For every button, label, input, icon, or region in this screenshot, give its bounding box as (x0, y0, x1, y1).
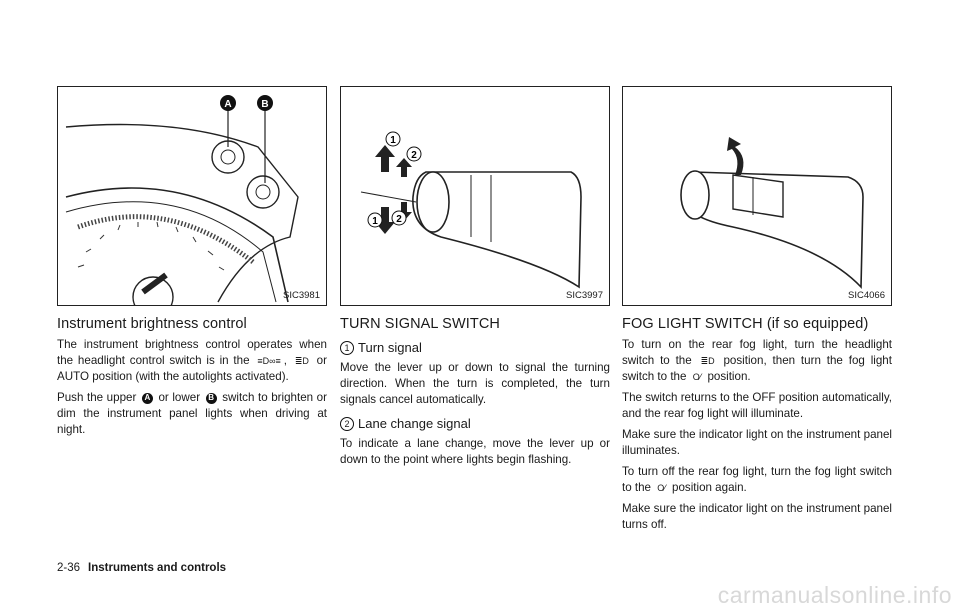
paragraph: Make sure the indicator light on the ins… (622, 428, 892, 458)
number-2-icon: 2 (340, 416, 354, 431)
section-title: Instruments and controls (88, 562, 227, 574)
section-heading: Instrument brightness control (57, 316, 247, 332)
text: switch to brighten or dim the instrument… (57, 391, 327, 437)
figure-code: SIC4066 (848, 290, 885, 301)
number-1-icon: 1 (340, 340, 354, 355)
paragraph: Make sure the indicator light on the ins… (622, 502, 892, 532)
text: The instrument brightness control operat… (57, 338, 327, 368)
page-footer: 2-36 Instruments and controls (57, 562, 226, 574)
watermark: carmanualsonline.info (717, 582, 952, 608)
callout-a: A (224, 99, 231, 110)
figure-code: SIC3981 (283, 290, 320, 301)
text: or lower (158, 391, 201, 405)
callout-1-upper: 1 (390, 135, 396, 146)
subheading-text: Turn signal (358, 340, 422, 355)
figure-turn-signal-lever: 1 2 1 2 SIC3997 (340, 86, 610, 306)
text: To turn off the rear fog light, turn the… (622, 465, 892, 495)
paragraph: To turn on the rear fog light, turn the … (622, 337, 892, 385)
figure-code: SIC3997 (566, 290, 603, 301)
text: position, then turn the fog light switch… (622, 354, 892, 384)
callout-2-upper: 2 (411, 150, 417, 161)
text: position. (707, 370, 751, 384)
callout-b-icon: B (205, 392, 217, 404)
subheading-text: Lane change signal (358, 416, 471, 431)
callout-2-lower: 2 (396, 214, 402, 225)
text: or AUTO position (with the autolights ac… (57, 354, 327, 384)
subheading-lane-change: 2 Lane change signal (340, 416, 610, 431)
paragraph: Move the lever up or down to signal the … (340, 361, 610, 406)
fog-light-icon: O⁄ (657, 483, 666, 494)
callout-a-icon: A (141, 392, 153, 404)
parking-light-icon: ≡D∞≡ (257, 356, 281, 366)
headlight-icon: ≣D (294, 356, 309, 366)
paragraph: To indicate a lane change, move the leve… (340, 437, 610, 466)
page-number: 2-36 (57, 562, 81, 574)
column-fog-light: SIC4066 FOG LIGHT SWITCH (if so equipped… (622, 86, 892, 538)
section-heading: TURN SIGNAL SWITCH (340, 316, 500, 332)
paragraph: Push the upper A or lower B switch to br… (57, 390, 327, 438)
section-heading: FOG LIGHT SWITCH (if so equipped) (622, 316, 869, 332)
paragraph: The switch returns to the OFF position a… (622, 391, 892, 421)
column-instrument-brightness: A B SIC3981 Instrument brightness contro… (57, 86, 327, 443)
headlight-icon: ≣D (700, 356, 715, 366)
callout-1-lower: 1 (372, 216, 378, 227)
instrument-panel-illustration: A B (65, 95, 299, 305)
paragraph: The instrument brightness control operat… (57, 338, 327, 384)
paragraph: To turn off the rear fog light, turn the… (622, 464, 892, 496)
fog-light-illustration (680, 137, 864, 289)
callout-b: B (261, 99, 268, 110)
text: Push the upper (57, 391, 137, 405)
figure-instrument-panel: A B SIC3981 (57, 86, 327, 306)
turn-signal-illustration: 1 2 1 2 (360, 131, 582, 289)
fog-light-icon: O⁄ (692, 372, 702, 383)
text: position again. (672, 481, 747, 495)
subheading-turn-signal: 1 Turn signal (340, 340, 610, 355)
column-turn-signal: 1 2 1 2 SIC3997 TURN SIGNAL SWITCH 1 Tur… (340, 86, 610, 473)
figure-fog-light-switch: SIC4066 (622, 86, 892, 306)
text: To turn on the rear fog light, turn the … (622, 338, 892, 368)
